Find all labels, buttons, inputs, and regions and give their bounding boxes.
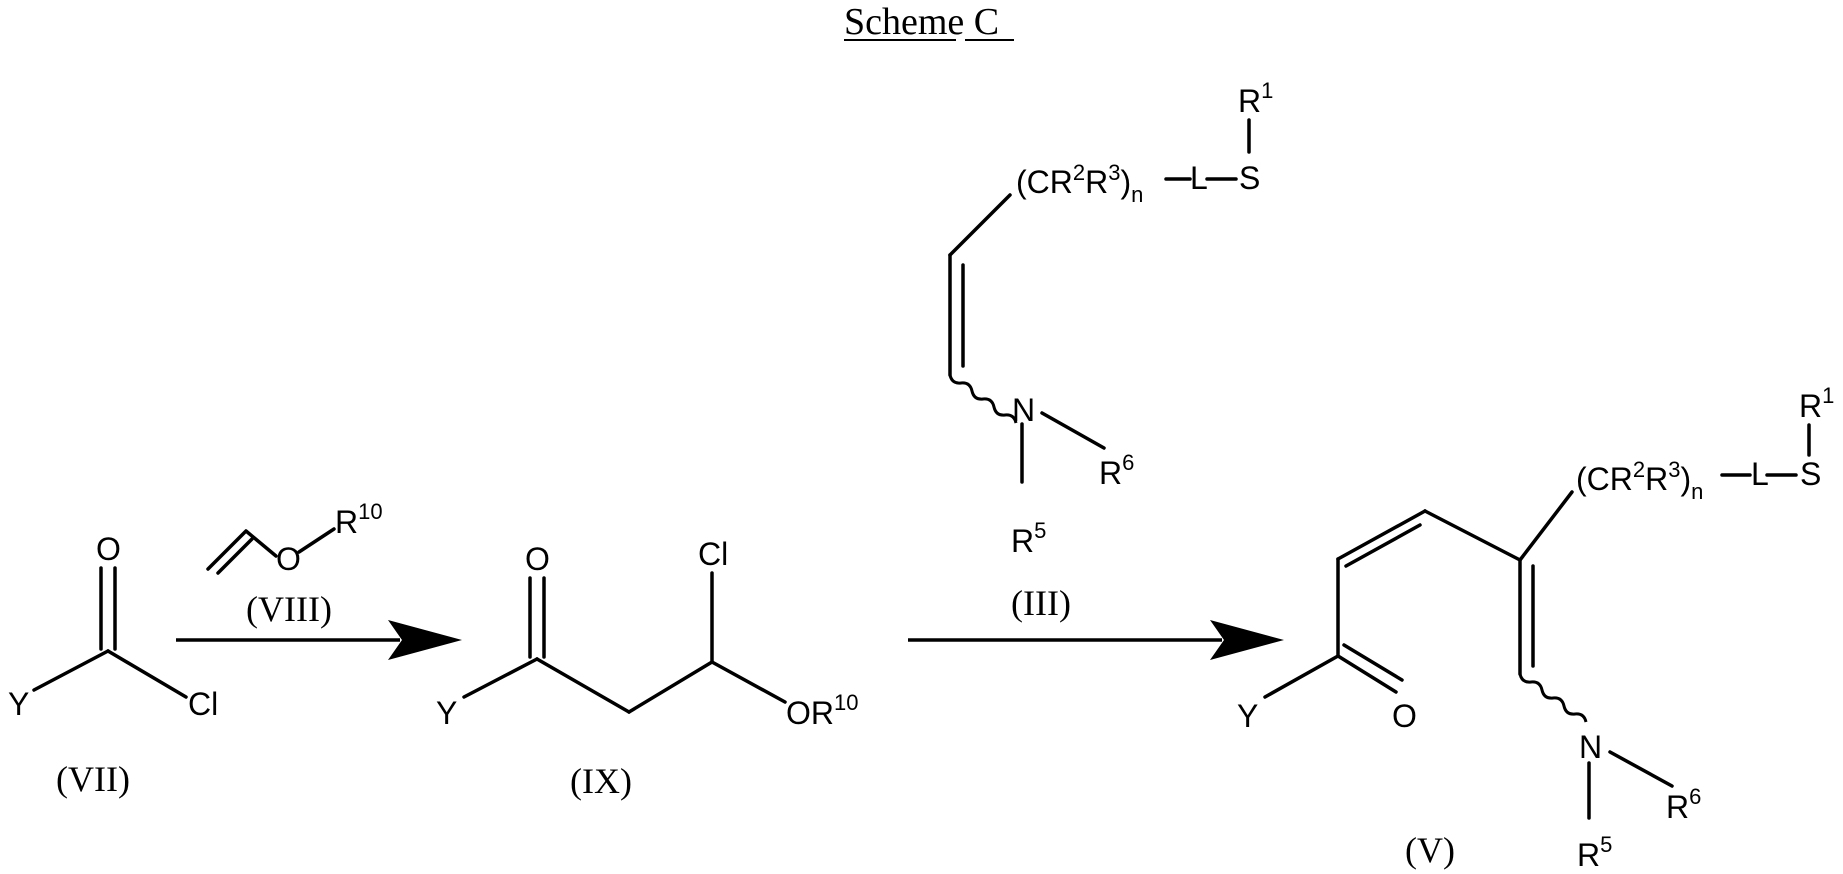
bond-chain-vinyl <box>950 195 1010 255</box>
viii-atom-o: O <box>276 541 301 577</box>
ix-atom-o: O <box>525 541 550 577</box>
v-atom-r6-sup: 6 <box>1689 784 1701 809</box>
bond-n-r6 <box>1042 413 1104 448</box>
bond-co-double-b <box>1344 645 1402 680</box>
v-atom-r5: R <box>1577 837 1600 873</box>
bond-co-y <box>1265 656 1338 697</box>
compound-label-v: (V) <box>1405 830 1455 870</box>
v-atom-n: N <box>1579 729 1602 765</box>
svg-text:(CR2R3)n: (CR2R3)n <box>1016 160 1143 207</box>
bond-ch-or <box>712 662 785 702</box>
v-atom-r5-sup: 5 <box>1600 832 1612 857</box>
ix-atom-cl: Cl <box>698 536 728 572</box>
iii-atom-r6-sup: 6 <box>1122 450 1134 475</box>
svg-text:R1: R1 <box>1799 383 1834 424</box>
vii-atom-cl: Cl <box>188 686 218 722</box>
bond-wavy-n <box>950 375 1016 423</box>
svg-text:Scheme C: Scheme C <box>844 1 999 43</box>
v-atom-n-sub: n <box>1691 479 1703 504</box>
compound-viii: O R10 (VIII) <box>208 499 383 629</box>
compound-label-vii: (VII) <box>56 759 130 799</box>
compound-label-ix: (IX) <box>570 761 632 801</box>
compound-v: R1 S L (CR2R3)n Y O N R6 R5 (V) <box>1237 383 1834 873</box>
iii-atom-r1: R <box>1238 83 1261 119</box>
svg-text:R6: R6 <box>1666 784 1701 825</box>
scheme-title-word: Scheme <box>844 1 964 43</box>
v-atom-r1: R <box>1799 388 1822 424</box>
viii-atom-r: R <box>335 504 358 540</box>
bond-ch2-ch <box>629 662 712 712</box>
iii-atom-r3: R <box>1085 164 1108 200</box>
v-atom-s: S <box>1800 456 1821 492</box>
bond-c-ch2 <box>537 659 629 712</box>
bond-n-r6 <box>1610 752 1672 786</box>
iii-atom-r1-sup: 1 <box>1261 78 1273 103</box>
bond-c-cring <box>1425 511 1520 560</box>
v-atom-cr-close: ) <box>1680 461 1691 497</box>
v-atom-r3-sup: 3 <box>1668 457 1680 482</box>
compound-label-iii: (III) <box>1011 583 1071 623</box>
v-atom-o: O <box>1392 698 1417 734</box>
bond-c-y <box>464 659 537 697</box>
v-atom-l: L <box>1751 456 1769 492</box>
iii-atom-cr-open: (CR <box>1016 164 1073 200</box>
ix-atom-or: OR <box>786 695 834 731</box>
bond-c-o <box>246 531 276 556</box>
iii-atom-r2-sup: 2 <box>1073 160 1085 185</box>
v-atom-r1-sup: 1 <box>1822 383 1834 408</box>
vii-atom-y: Y <box>8 686 29 722</box>
iii-atom-r5-sup: 5 <box>1034 518 1046 543</box>
iii-atom-r6: R <box>1099 455 1122 491</box>
svg-text:R6: R6 <box>1099 450 1134 491</box>
scheme-title: Scheme C <box>844 1 1014 43</box>
compound-iii: R1 S L (CR2R3)n N R6 R5 (III) <box>950 78 1273 623</box>
iii-atom-n: N <box>1012 392 1035 428</box>
compound-label-viii: (VIII) <box>246 589 332 629</box>
iii-atom-r3-sup: 3 <box>1108 160 1120 185</box>
iii-atom-r5: R <box>1011 523 1034 559</box>
v-atom-r2-sup: 2 <box>1633 457 1645 482</box>
svg-text:R10: R10 <box>335 499 383 540</box>
v-atom-r6: R <box>1666 789 1689 825</box>
bond-wavy-n <box>1520 674 1586 722</box>
svg-text:R5: R5 <box>1011 518 1046 559</box>
svg-text:(CR2R3)n: (CR2R3)n <box>1576 457 1703 504</box>
bond-c-chain <box>1520 492 1572 560</box>
iii-atom-l: L <box>1190 160 1208 196</box>
scheme-title-letter: C <box>974 1 999 43</box>
svg-text:R5: R5 <box>1577 832 1612 873</box>
compound-vii: O Y Cl (VII) <box>8 531 218 799</box>
iii-atom-n-sub: n <box>1131 182 1143 207</box>
bond-alkene-cis-b <box>1346 525 1420 566</box>
svg-text:R1: R1 <box>1238 78 1273 119</box>
iii-atom-s: S <box>1239 160 1260 196</box>
v-atom-r3: R <box>1645 461 1668 497</box>
bond-alkene-cis-a <box>1338 511 1425 559</box>
viii-atom-r-sup: 10 <box>358 499 382 524</box>
bond-c-cl <box>108 651 186 697</box>
v-atom-cr-open: (CR <box>1576 461 1633 497</box>
svg-text:OR10: OR10 <box>786 690 858 731</box>
bond-co-double-a <box>1338 656 1396 692</box>
bond-o-r <box>299 529 334 552</box>
bond-c-y <box>34 651 108 690</box>
ix-atom-or-sup: 10 <box>834 690 858 715</box>
reaction-arrow-2 <box>908 620 1284 660</box>
vii-atom-o: O <box>96 531 121 567</box>
ix-atom-y: Y <box>436 695 457 731</box>
compound-ix: O Y Cl OR10 (IX) <box>436 536 858 801</box>
v-atom-y: Y <box>1237 698 1258 734</box>
iii-atom-cr-close: ) <box>1120 164 1131 200</box>
